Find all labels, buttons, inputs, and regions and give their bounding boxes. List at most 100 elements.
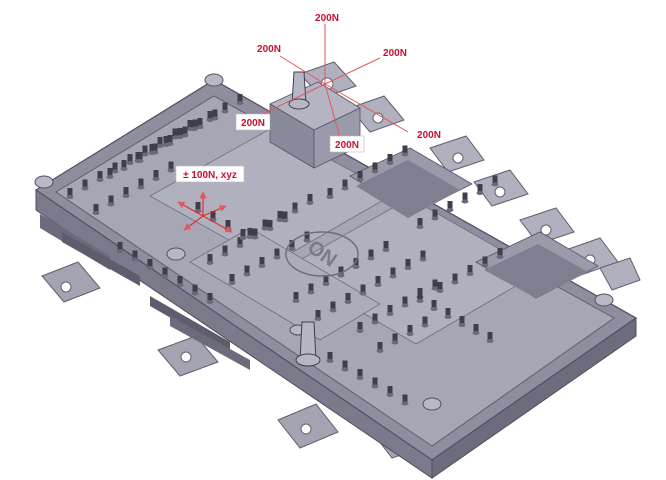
pin [308, 283, 314, 293]
pin-base [152, 177, 160, 181]
pin-base [352, 265, 360, 269]
pin [67, 188, 73, 197]
pin [153, 170, 159, 179]
pin [112, 162, 118, 172]
pin [387, 386, 393, 395]
pin [323, 275, 329, 284]
pin-base [206, 261, 214, 265]
pin [417, 218, 423, 227]
pin-base [161, 274, 169, 279]
label-force-right: 200N [383, 48, 407, 59]
pin-base [246, 235, 254, 239]
pin [383, 241, 389, 250]
pin-base [176, 283, 184, 287]
pin [327, 352, 333, 361]
pin-base [371, 320, 379, 325]
pin-base [236, 101, 244, 105]
pin [432, 209, 438, 219]
pin-base [120, 167, 128, 171]
pin [338, 266, 344, 276]
pin [207, 293, 213, 302]
pin-base [444, 315, 452, 319]
pin [108, 195, 114, 205]
pin [274, 248, 280, 258]
pin-base [481, 263, 489, 268]
pin-base [491, 182, 499, 187]
pin [172, 128, 178, 138]
pin [417, 292, 423, 301]
pin [330, 301, 336, 311]
pin-base [419, 257, 427, 262]
pin-base [136, 159, 144, 163]
pin [432, 279, 438, 289]
pin [487, 332, 493, 341]
pin-base [151, 150, 159, 155]
pin [342, 179, 348, 189]
pin-base [288, 247, 296, 251]
pin-base [458, 323, 466, 327]
pin [492, 175, 498, 185]
pin [237, 94, 243, 103]
pin-base [376, 349, 384, 353]
pin-base [367, 256, 375, 261]
pin [342, 360, 348, 370]
pin-base [141, 152, 149, 157]
pin [192, 284, 198, 294]
pin-base [374, 283, 382, 287]
pin [182, 126, 188, 136]
pin-base [191, 126, 199, 131]
pin-base [401, 401, 409, 406]
pin [357, 369, 363, 378]
pin [163, 136, 169, 145]
pin-base [306, 201, 314, 205]
pin [107, 168, 113, 177]
pin [482, 256, 488, 266]
pin-base [371, 384, 379, 389]
pin-base [421, 323, 429, 328]
pin-base [146, 266, 154, 270]
pin [422, 316, 428, 326]
pin-base [341, 186, 349, 191]
label-force-top: 200N [315, 13, 339, 24]
pin [357, 171, 363, 180]
pin-base [359, 291, 367, 296]
pin [259, 257, 265, 266]
pin [93, 204, 99, 213]
pin [405, 259, 411, 268]
pin [437, 282, 443, 291]
label-force-far-right: 200N [417, 130, 441, 141]
pin-base [337, 273, 345, 278]
pin-base [406, 332, 414, 336]
pin-base [416, 225, 424, 229]
pin [262, 219, 268, 229]
pin [407, 325, 413, 334]
pin-base [371, 169, 379, 174]
pin-base [307, 290, 315, 295]
label-force-upper-middle: 200N [241, 118, 265, 129]
pin-base [389, 274, 397, 279]
pin [390, 267, 396, 277]
pin-base [243, 272, 251, 277]
pin [192, 119, 198, 129]
pin [137, 152, 143, 161]
pin-base [326, 359, 334, 363]
pin-base [176, 135, 184, 139]
pin-base [81, 186, 89, 191]
pin-base [206, 300, 214, 304]
pin-base [356, 178, 364, 182]
pin [167, 135, 173, 144]
pin-base [228, 281, 236, 285]
pin-base [206, 118, 214, 122]
pin-base [122, 194, 130, 198]
pin [222, 245, 228, 255]
pin-base [239, 236, 247, 240]
pin [345, 293, 351, 302]
pin [292, 202, 298, 212]
pin [447, 201, 453, 210]
pin-base [236, 244, 244, 248]
pin-base [126, 161, 134, 165]
pin [402, 145, 408, 155]
pin [177, 276, 183, 285]
pin-base [401, 152, 409, 157]
pin-base [106, 175, 114, 179]
